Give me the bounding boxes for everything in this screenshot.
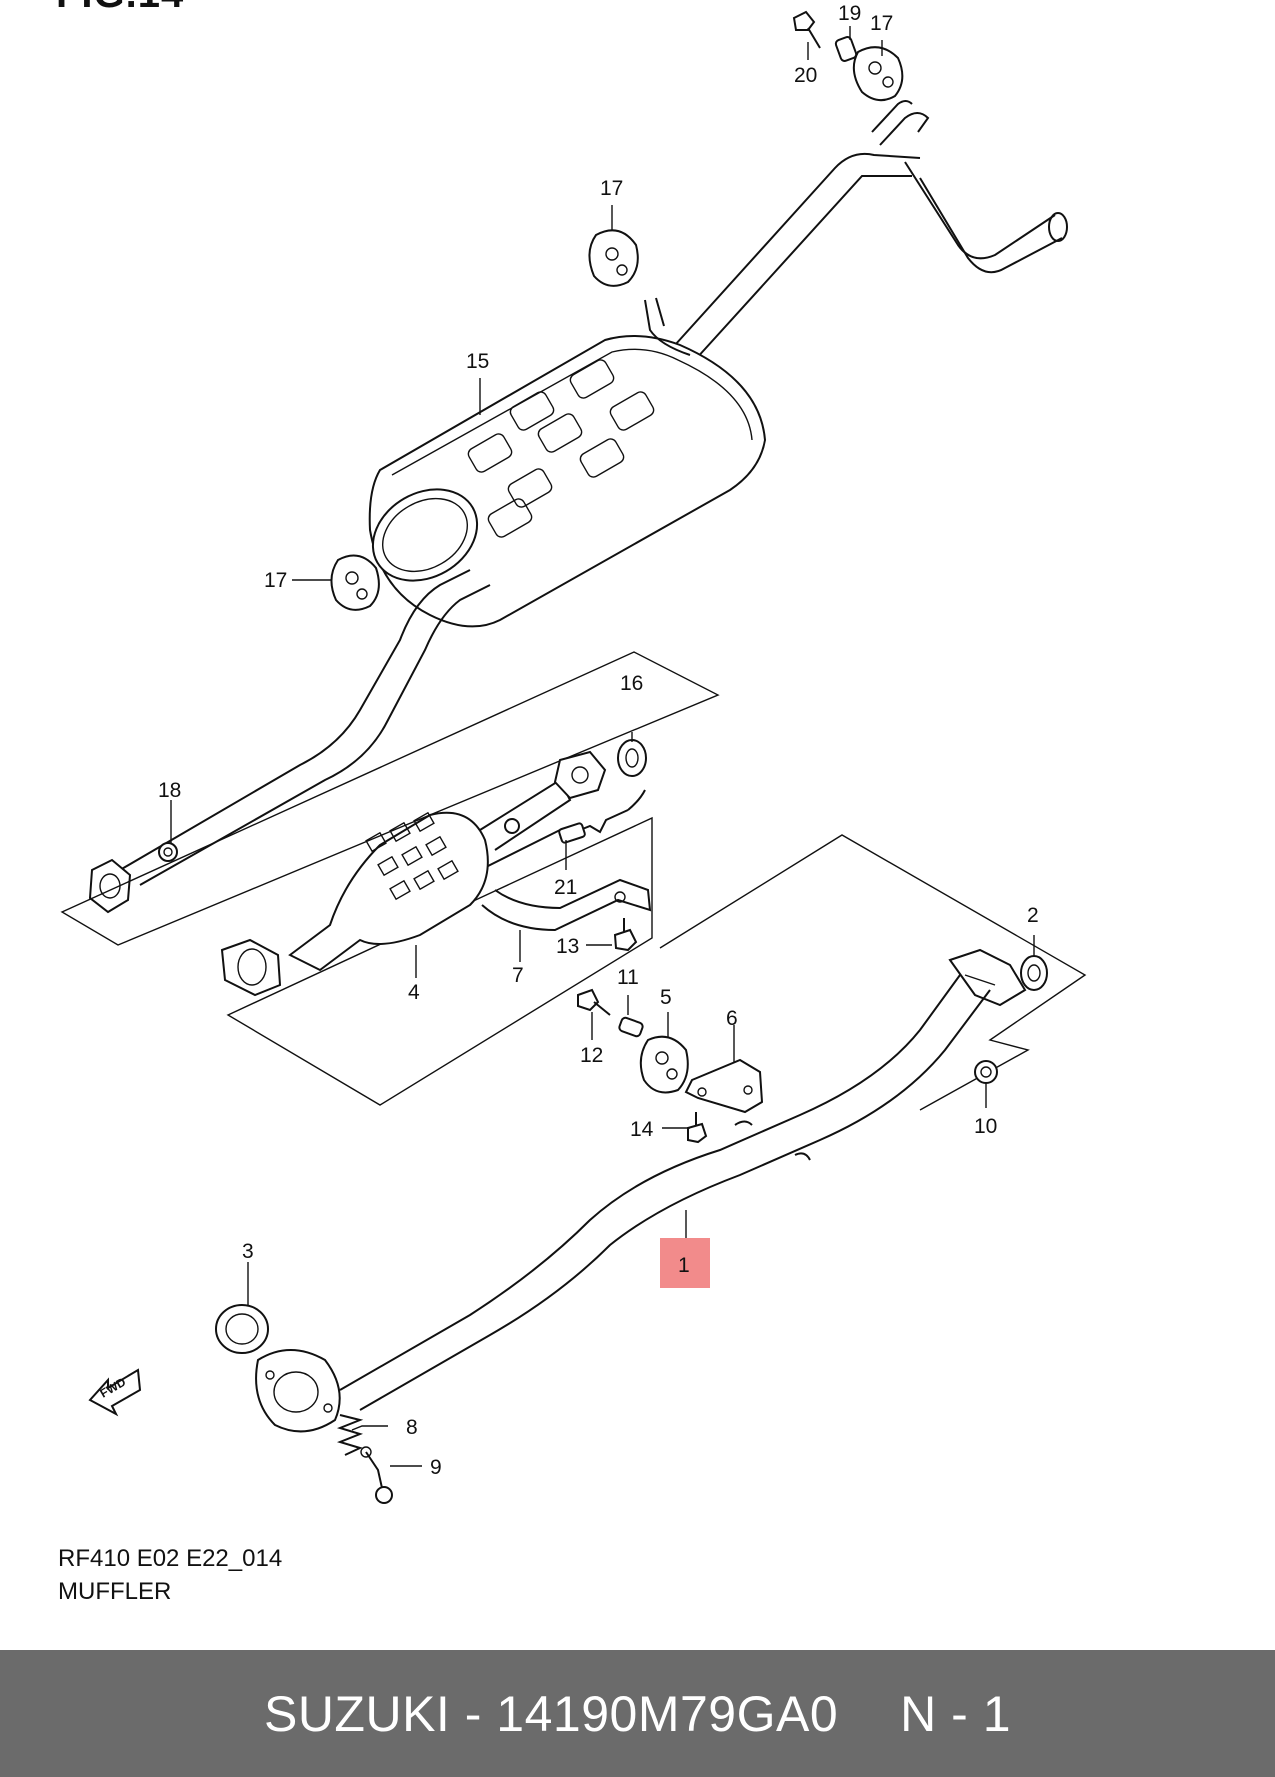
- callout-19: 19: [838, 2, 861, 25]
- callout-12: 12: [580, 1044, 603, 1067]
- callout-18: 18: [158, 779, 181, 802]
- footer-qty: N - 1: [900, 1685, 1012, 1742]
- callout-20: 20: [794, 64, 817, 87]
- gasket-3: [215, 1304, 269, 1354]
- group-box-2: [226, 816, 653, 1106]
- bracket-7: [481, 878, 652, 932]
- collar-19: [834, 36, 858, 62]
- callout-2: 2: [1027, 904, 1039, 927]
- callout-21: 21: [554, 876, 577, 899]
- footer-brand: SUZUKI: [263, 1685, 451, 1742]
- fwd-arrow: FWD: [88, 1368, 142, 1417]
- figure-code: RF410 E02 E22_014: [58, 1545, 283, 1572]
- highlight-box: [660, 1238, 710, 1288]
- figure-name: MUFFLER: [58, 1578, 172, 1605]
- front-flange: [255, 1349, 341, 1433]
- front-pipe: [339, 948, 1027, 1411]
- callout-3: 3: [242, 1240, 254, 1263]
- oxygen-sensor-21: [558, 789, 646, 844]
- gasket-2: [1020, 955, 1048, 991]
- rubber-hanger-left: [330, 554, 380, 611]
- callout-13: 13: [556, 935, 579, 958]
- bolt-20: [792, 10, 821, 49]
- callout-16: 16: [620, 672, 643, 695]
- bolt-14: [687, 1112, 708, 1144]
- callout-14: 14: [630, 1118, 654, 1141]
- callout-10: 10: [974, 1115, 997, 1138]
- rubber-hanger-top: [852, 46, 904, 102]
- part-footer: SUZUKI - 14190M79GA0 N - 1: [0, 1650, 1275, 1777]
- collar-11: [618, 1016, 644, 1038]
- bolt-13: [613, 918, 638, 952]
- rubber-hanger-5: [639, 1035, 689, 1094]
- bolt-12: [577, 988, 611, 1016]
- callout-15: 15: [466, 350, 489, 373]
- catalytic-converter: [220, 750, 607, 997]
- spring-8: [336, 1414, 364, 1456]
- callout-4: 4: [408, 981, 420, 1004]
- callout-17-left: 17: [264, 569, 287, 592]
- callout-7: 7: [512, 964, 524, 987]
- tail-pipe: [674, 100, 1068, 361]
- rubber-hanger-mid: [588, 229, 639, 287]
- leader-lines: [170, 26, 1035, 1467]
- nut-10: [974, 1060, 998, 1084]
- bracket-6: [684, 1058, 764, 1114]
- front-flange-18: [88, 842, 178, 914]
- group-box-1: [60, 651, 720, 946]
- bolt-9: [360, 1446, 393, 1504]
- figure-title: FIG.14: [56, 0, 184, 17]
- callout-1: 1: [678, 1254, 690, 1277]
- callout-6: 6: [726, 1007, 738, 1030]
- callout-17-mid: 17: [600, 177, 623, 200]
- footer-part-number: 14190M79GA0: [496, 1685, 839, 1742]
- footer-dash: -: [464, 1685, 482, 1742]
- callout-5: 5: [660, 986, 672, 1009]
- callout-11: 11: [617, 966, 639, 989]
- callout-labels: 1 2 3 4 5 6 7 8 9 10 11 12 13 14 15 16 1…: [158, 2, 1039, 1479]
- callout-17-top: 17: [870, 12, 893, 35]
- callout-9: 9: [430, 1456, 442, 1479]
- muffler-exploded-diagram: FWD 1 2 3 4 5 6 7 8 9: [60, 2, 1087, 1504]
- callout-8: 8: [406, 1416, 418, 1439]
- muffler-body: [368, 297, 767, 628]
- group-box-3: [659, 834, 1087, 1111]
- gasket-16: [617, 739, 647, 777]
